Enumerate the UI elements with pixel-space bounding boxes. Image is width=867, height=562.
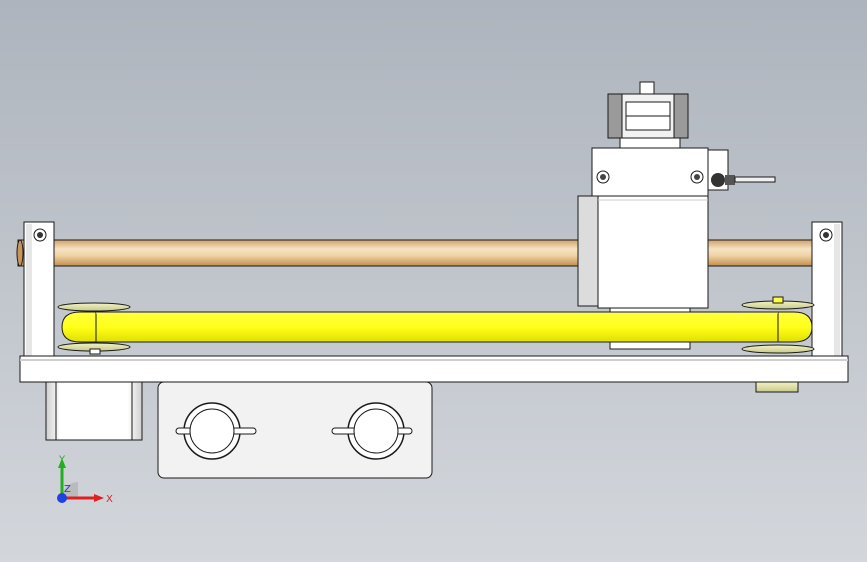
x-axis-label: X bbox=[106, 494, 113, 505]
rod-clamp-plate[interactable] bbox=[157, 381, 433, 479]
drive-pulley-hub[interactable] bbox=[755, 381, 799, 393]
base-plate[interactable] bbox=[19, 355, 849, 383]
y-axis-label: Y bbox=[58, 454, 66, 465]
timing-belt[interactable] bbox=[61, 311, 813, 343]
stepper-motor[interactable] bbox=[45, 381, 143, 441]
left-pulley[interactable] bbox=[57, 302, 131, 355]
axis-triad: Y X Z bbox=[57, 454, 113, 505]
guide-rod[interactable] bbox=[16, 239, 843, 267]
right-pulley[interactable] bbox=[741, 296, 815, 354]
cable-connector[interactable] bbox=[707, 149, 776, 191]
right-rod-support[interactable] bbox=[811, 221, 843, 363]
z-axis-label: Z bbox=[64, 484, 71, 495]
limit-switch-mount[interactable] bbox=[591, 81, 709, 197]
carriage-block[interactable] bbox=[577, 195, 709, 309]
left-rod-support[interactable] bbox=[23, 221, 55, 363]
